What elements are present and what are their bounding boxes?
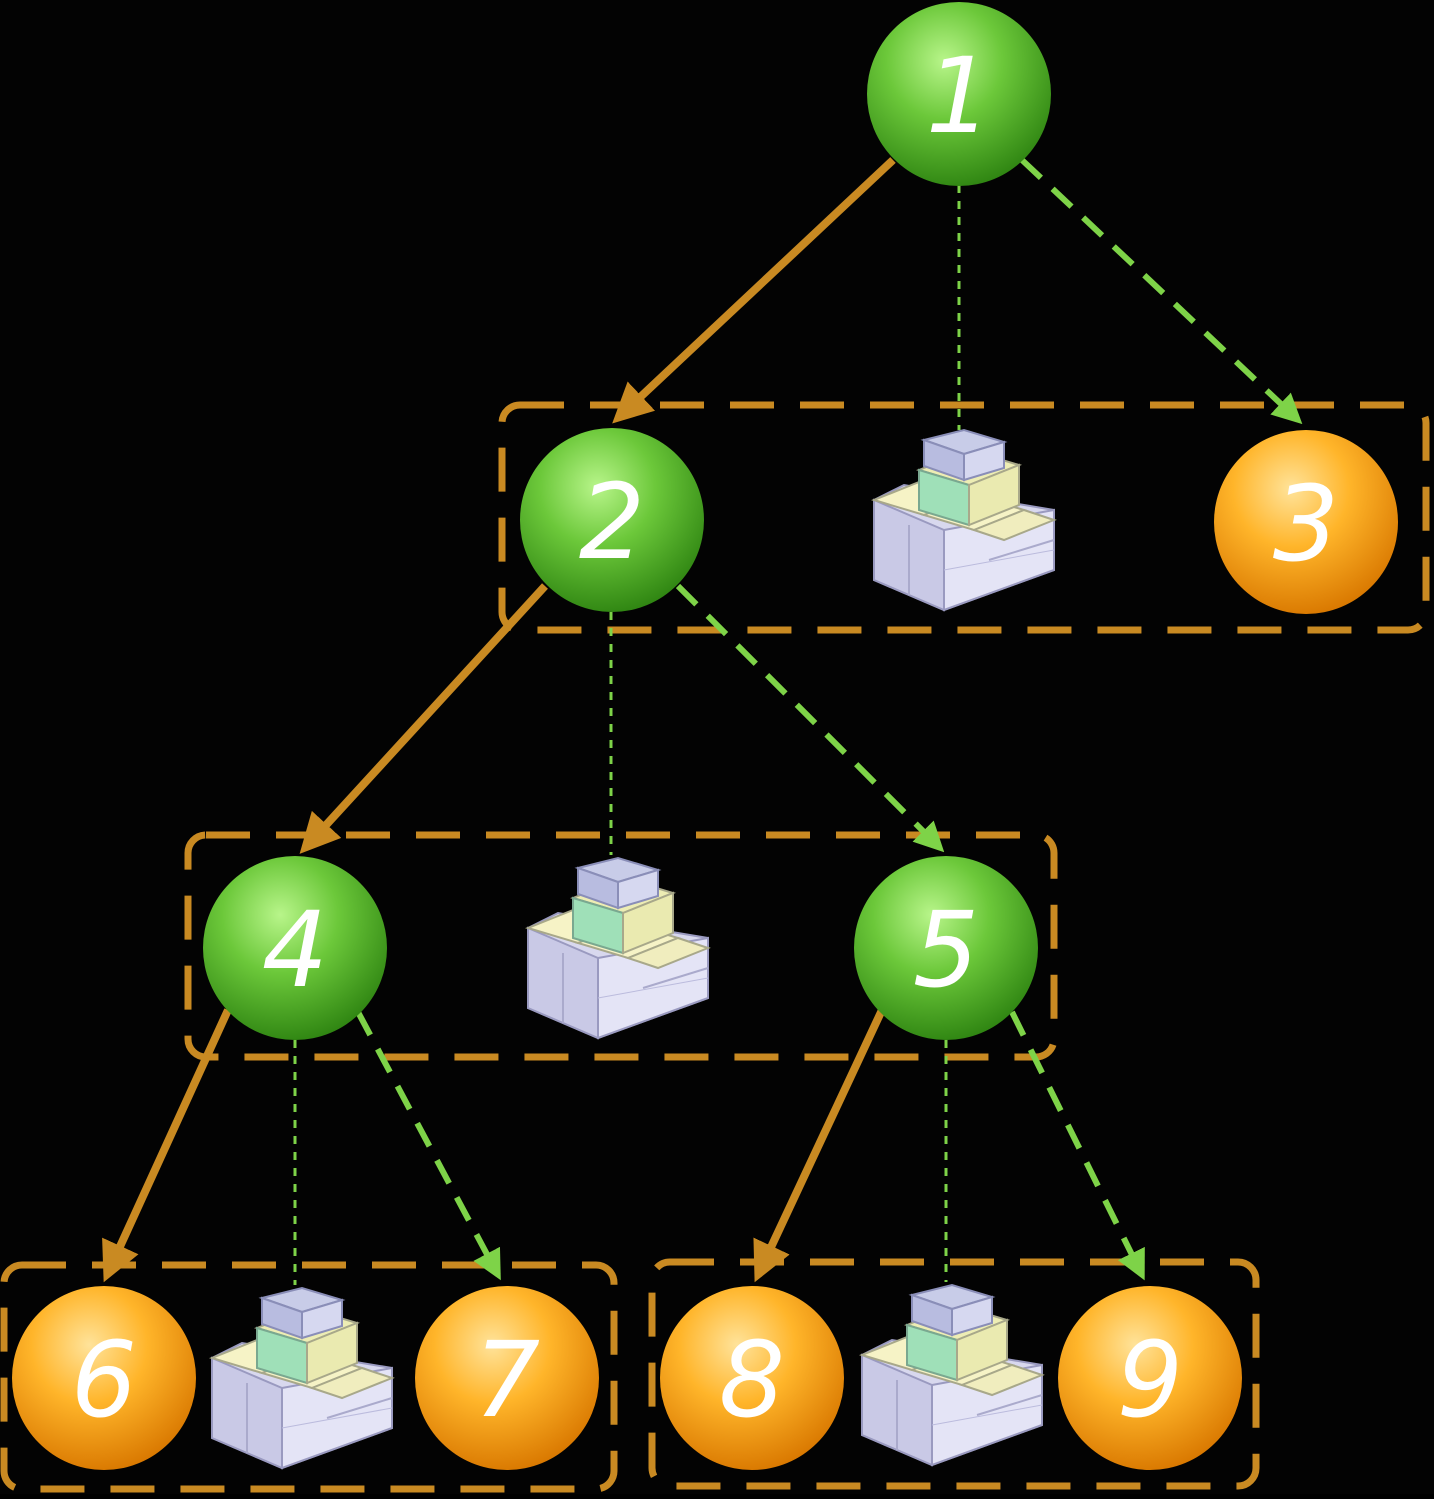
node-7-label: 7 xyxy=(474,1319,540,1441)
stacked-cubes-icon xyxy=(527,857,709,1039)
node-3: 3 xyxy=(1214,430,1398,614)
node-1-label: 1 xyxy=(926,35,992,157)
node-7: 7 xyxy=(415,1286,599,1470)
node-9: 9 xyxy=(1058,1286,1242,1470)
edge-n5-n8 xyxy=(753,1008,886,1283)
node-2: 2 xyxy=(520,428,704,612)
node-5: 5 xyxy=(854,856,1038,1040)
node-8: 8 xyxy=(660,1286,844,1470)
stacked-cubes-icon xyxy=(211,1287,393,1469)
group-box-level2 xyxy=(184,831,1058,1061)
edge-n1-n2 xyxy=(612,157,896,424)
edge-n1-n3 xyxy=(1019,157,1303,425)
node-3-label: 3 xyxy=(1273,463,1339,585)
stacked-cubes-icon xyxy=(873,429,1055,611)
node-9-label: 9 xyxy=(1117,1319,1183,1441)
edge-n2-n4 xyxy=(299,583,548,854)
edge-n4-n7 xyxy=(355,1010,501,1281)
node-5-label: 5 xyxy=(913,889,979,1011)
node-4-label: 4 xyxy=(262,889,328,1011)
group-box-level1 xyxy=(498,401,1430,634)
node-6-label: 6 xyxy=(71,1319,137,1441)
group-box-right-leaves xyxy=(648,1258,1260,1490)
edge-n2-n5 xyxy=(675,583,945,853)
edge-n4-n6 xyxy=(102,1008,232,1283)
node-8-label: 8 xyxy=(719,1319,785,1441)
stacked-cubes-icon xyxy=(861,1284,1043,1466)
node-4: 4 xyxy=(203,856,387,1040)
node-1: 1 xyxy=(867,2,1051,186)
node-2-label: 2 xyxy=(579,461,645,583)
group-box-left-leaves xyxy=(0,1261,618,1493)
edge-n5-n9 xyxy=(1009,1010,1145,1281)
node-6: 6 xyxy=(12,1286,196,1470)
